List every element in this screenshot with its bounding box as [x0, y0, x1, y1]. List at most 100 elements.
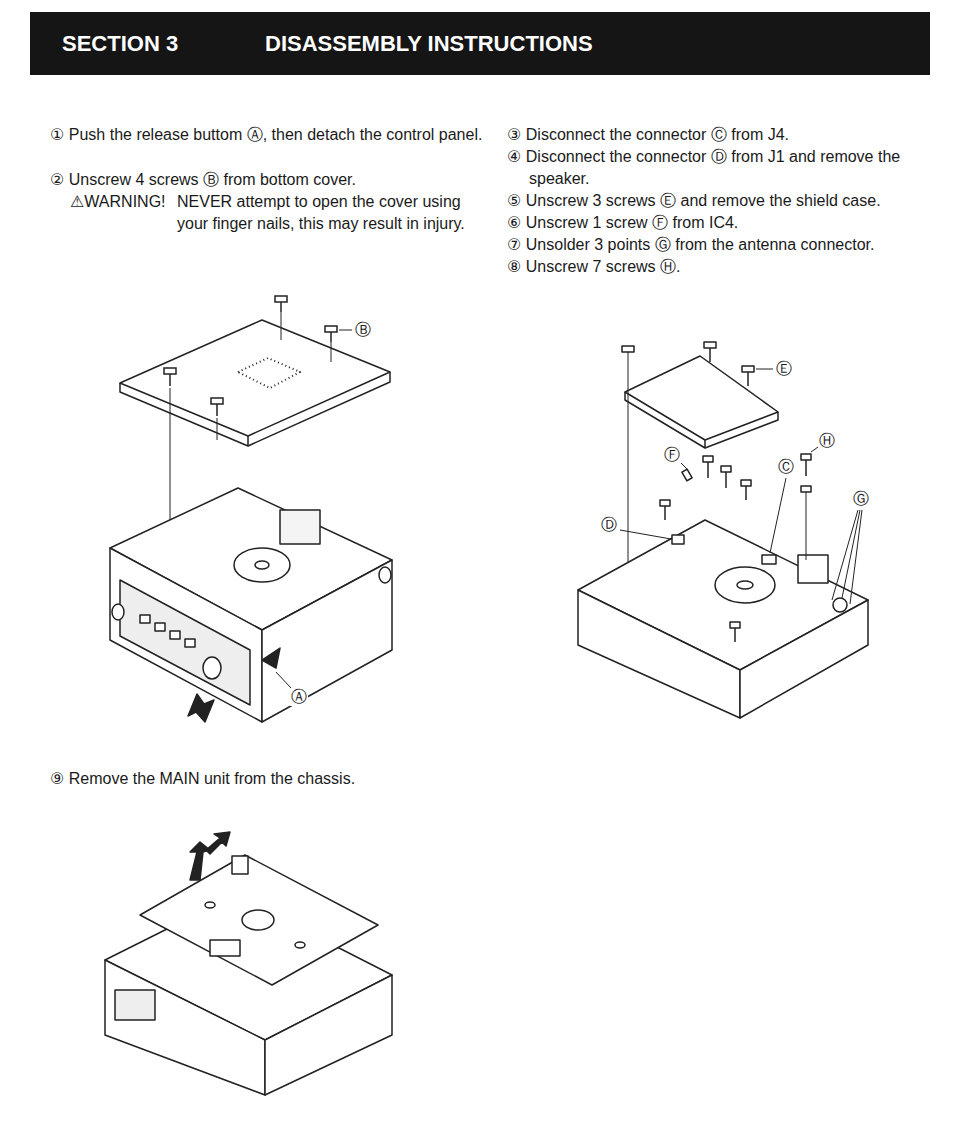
bottom-cover	[120, 320, 390, 446]
callout-letter: Ⓖ	[852, 490, 870, 508]
control-panel	[120, 580, 250, 705]
speaker-center	[255, 561, 269, 569]
instruction-step: ⑨ Remove the MAIN unit from the chassis.	[50, 768, 490, 790]
leader-line	[811, 447, 818, 452]
instruction-step: ⑦ Unsolder 3 points Ⓖ from the antenna c…	[507, 234, 939, 256]
leader-line	[842, 510, 860, 598]
screw	[169, 374, 171, 386]
leader-line	[620, 530, 671, 539]
screw	[801, 486, 811, 492]
screw	[704, 342, 716, 348]
leader-line	[339, 330, 352, 331]
leader-line	[850, 510, 862, 604]
warning-heading: ⚠WARNING!	[70, 191, 166, 213]
shield-edge	[705, 412, 778, 448]
panel-face	[115, 990, 155, 1020]
screw	[721, 466, 731, 472]
leader-line	[276, 672, 291, 688]
callout-letter: Ⓑ	[354, 321, 372, 339]
title-text: SECTION 3	[62, 31, 178, 57]
screw	[703, 456, 713, 462]
screw	[801, 454, 811, 460]
body-front	[578, 590, 740, 718]
instruction-step: ⑧ Unscrew 7 screws Ⓗ.	[507, 256, 939, 278]
knob	[379, 567, 391, 583]
screw	[330, 332, 332, 342]
cover-edge	[120, 383, 248, 446]
screw	[741, 480, 751, 486]
screw	[734, 628, 736, 642]
radio-body	[110, 488, 392, 722]
instruction-step: ⑤ Unscrew 3 screws Ⓔ and remove the shie…	[507, 190, 939, 212]
leader-line	[770, 478, 786, 553]
arrow	[262, 648, 280, 668]
screw	[806, 492, 807, 560]
button	[170, 631, 180, 639]
callout-letter: Ⓔ	[775, 360, 793, 378]
speaker	[234, 548, 290, 582]
screw-guide	[281, 312, 282, 340]
board-hole	[295, 942, 305, 948]
callout-letter: Ⓒ	[777, 458, 795, 476]
screw	[682, 469, 692, 481]
connector	[672, 535, 684, 544]
shield-edge	[625, 392, 705, 448]
screw	[622, 346, 634, 352]
callout-letter: Ⓐ	[290, 688, 308, 706]
callout-letter: Ⓓ	[600, 516, 618, 534]
body-side	[262, 560, 392, 722]
connector	[762, 555, 776, 564]
board-hole	[242, 910, 274, 930]
instruction-step: ③ Disconnect the connector Ⓒ from J4.	[507, 124, 939, 146]
screw	[745, 486, 747, 500]
screw-guide	[217, 418, 218, 440]
screw	[709, 348, 711, 362]
button	[155, 623, 165, 631]
screw	[164, 368, 176, 374]
screw	[664, 506, 666, 520]
knob	[203, 657, 221, 679]
instruction-step: ⑥ Unscrew 1 screw Ⓕ from IC4.	[507, 212, 939, 234]
callout-letter: Ⓕ	[663, 446, 681, 464]
speaker-center	[737, 581, 753, 589]
ic-block	[798, 555, 828, 583]
cover-plate	[120, 320, 390, 436]
title-band: SECTION 3 DISASSEMBLY INSTRUCTIONS	[30, 12, 930, 75]
instruction-step: ② Unscrew 4 screws Ⓑ from bottom cover.	[50, 169, 490, 191]
display	[280, 510, 320, 544]
main-chassis	[578, 447, 868, 718]
shield-plate	[625, 356, 778, 440]
body-side	[740, 600, 868, 718]
callout-letter: Ⓗ	[818, 432, 836, 450]
screw	[211, 398, 223, 404]
title-text: DISASSEMBLY INSTRUCTIONS	[265, 31, 593, 57]
knob	[112, 604, 124, 620]
button	[185, 639, 195, 647]
instruction-step: ① Push the release buttom Ⓐ, then detach…	[50, 124, 490, 146]
arrow	[188, 694, 214, 722]
screw	[280, 302, 282, 312]
screw	[725, 472, 727, 488]
body-side	[265, 975, 392, 1095]
leader-line	[680, 462, 688, 470]
instruction-step: ④ Disconnect the connector Ⓓ from J1 and…	[507, 146, 939, 190]
screw	[707, 462, 709, 478]
screw-guide	[331, 342, 332, 362]
leader-line	[756, 369, 773, 370]
speaker-grille	[238, 358, 300, 388]
screw	[730, 622, 740, 628]
main-unit	[140, 855, 378, 985]
screw	[747, 372, 749, 386]
screw	[325, 326, 337, 332]
ic-block	[210, 940, 240, 956]
warning-text: NEVER attempt to open the cover using yo…	[177, 191, 489, 235]
board-hole	[205, 902, 215, 908]
connector	[232, 856, 248, 874]
antenna-connector	[833, 598, 847, 612]
arrow	[206, 832, 230, 854]
chassis-removal	[105, 832, 392, 1095]
button	[140, 615, 150, 623]
leader-line	[832, 510, 858, 600]
body-front	[105, 960, 265, 1095]
